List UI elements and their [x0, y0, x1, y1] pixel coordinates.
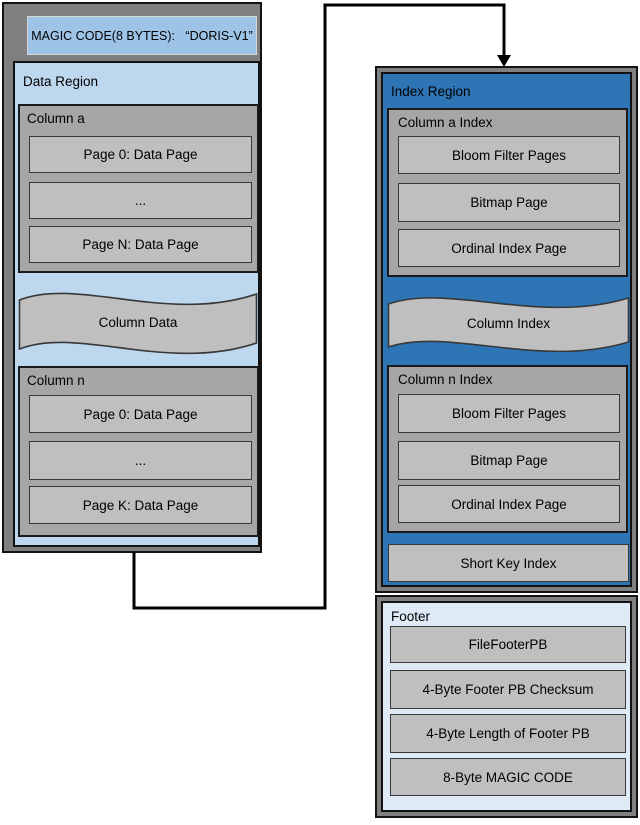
index-page-row: Bloom Filter Pages — [398, 394, 620, 433]
index-page-row: Bloom Filter Pages — [398, 136, 620, 174]
footer-row: 8-Byte MAGIC CODE — [390, 758, 626, 796]
data-file-frame: MAGIC CODE(8 BYTES): “DORIS-V1” Data Reg… — [2, 2, 262, 553]
index-page-row: Ordinal Index Page — [398, 229, 620, 267]
magic-code-label: MAGIC CODE(8 BYTES): “DORIS-V1” — [31, 28, 253, 43]
column-a-index-box: Column a Index Bloom Filter Pages Bitmap… — [387, 108, 628, 277]
column-n-index-box: Column n Index Bloom Filter Pages Bitmap… — [387, 365, 628, 533]
data-page-row: ... — [29, 441, 252, 480]
column-index-wave-label: Column Index — [466, 315, 551, 331]
column-data-wave: Column Data — [18, 281, 258, 363]
data-page-row: Page 0: Data Page — [29, 395, 252, 433]
index-page-row: Bitmap Page — [398, 441, 620, 480]
column-a-box: Column a Page 0: Data Page ... Page N: D… — [18, 104, 259, 273]
column-n-index-title: Column n Index — [398, 372, 493, 387]
short-key-index-box: Short Key Index — [388, 544, 629, 582]
column-a-index-title: Column a Index — [398, 115, 493, 130]
data-region-title: Data Region — [23, 74, 99, 89]
footer-frame: Footer FileFooterPB 4-Byte Footer PB Che… — [375, 595, 638, 818]
column-n-title: Column n — [27, 373, 85, 388]
data-page-row: Page K: Data Page — [29, 486, 252, 524]
data-page-row: ... — [29, 182, 252, 219]
column-n-box: Column n Page 0: Data Page ... Page K: D… — [18, 366, 259, 537]
footer-row: FileFooterPB — [390, 626, 626, 663]
footer-row: 4-Byte Length of Footer PB — [390, 714, 626, 753]
data-region-box: Data Region Column a Page 0: Data Page .… — [13, 61, 260, 547]
index-file-frame: Index Region Column a Index Bloom Filter… — [375, 66, 638, 593]
index-region-box: Index Region Column a Index Bloom Filter… — [381, 72, 632, 587]
index-page-row: Ordinal Index Page — [398, 485, 620, 523]
column-data-wave-label: Column Data — [98, 314, 178, 330]
footer-row: 4-Byte Footer PB Checksum — [390, 670, 626, 709]
data-page-row: Page N: Data Page — [29, 226, 252, 263]
column-a-title: Column a — [27, 111, 85, 126]
data-page-row: Page 0: Data Page — [29, 136, 252, 173]
footer-title: Footer — [391, 609, 431, 624]
index-region-title: Index Region — [391, 84, 471, 99]
footer-box: Footer FileFooterPB 4-Byte Footer PB Che… — [381, 601, 632, 812]
index-page-row: Bitmap Page — [398, 183, 620, 222]
magic-code-box: MAGIC CODE(8 BYTES): “DORIS-V1” — [27, 16, 257, 55]
column-index-wave: Column Index — [387, 287, 630, 359]
